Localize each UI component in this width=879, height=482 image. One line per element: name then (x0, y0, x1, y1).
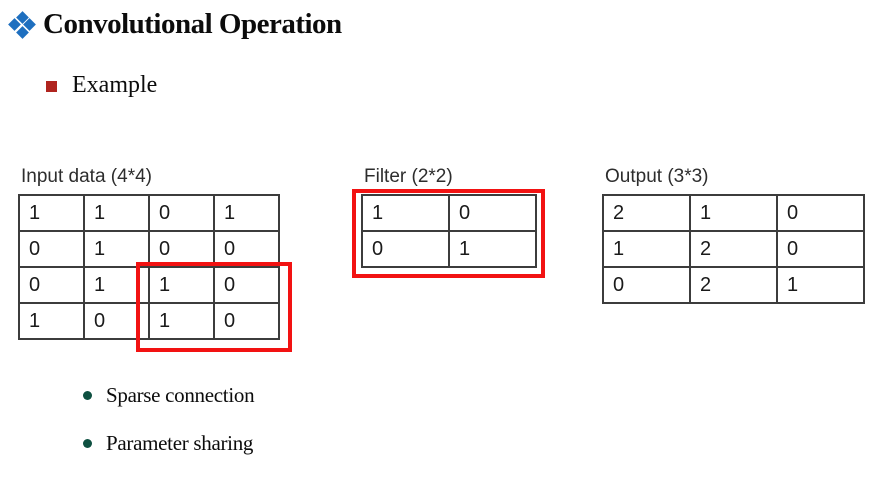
input-cell: 0 (83, 302, 150, 340)
input-cell: 0 (18, 266, 85, 304)
output-cell: 1 (776, 266, 865, 304)
four-diamond-bullet-icon (8, 10, 36, 39)
square-bullet-icon (46, 81, 57, 92)
output-cell: 0 (776, 230, 865, 268)
input-table-group: Input data (4*4) 1 1 0 1 0 1 0 0 0 1 1 0… (18, 166, 280, 340)
filter-table-group: Filter (2*2) 1 0 0 1 (361, 166, 537, 268)
filter-cell: 0 (361, 230, 450, 268)
input-cell: 0 (213, 302, 280, 340)
input-cell: 1 (213, 194, 280, 232)
note-sparse-connection: Sparse connection (106, 383, 255, 407)
example-heading-row: Example (46, 72, 157, 99)
input-cell: 1 (148, 302, 215, 340)
input-table: 1 1 0 1 0 1 0 0 0 1 1 0 1 0 1 0 (18, 194, 280, 340)
input-cell: 1 (18, 194, 85, 232)
table-row: 0 2 1 (602, 266, 865, 304)
input-cell: 0 (148, 194, 215, 232)
notes-list: Sparse connection Parameter sharing (83, 383, 255, 456)
input-cell: 1 (148, 266, 215, 304)
filter-table: 1 0 0 1 (361, 194, 537, 268)
input-table-label: Input data (4*4) (21, 166, 152, 187)
input-cell: 1 (83, 230, 150, 268)
example-heading: Example (72, 72, 158, 98)
input-cell: 1 (83, 266, 150, 304)
output-cell: 0 (602, 266, 691, 304)
output-cell: 0 (776, 194, 865, 232)
circle-bullet-icon (83, 439, 92, 448)
note-parameter-sharing: Parameter sharing (106, 431, 254, 455)
output-table-group: Output (3*3) 2 1 0 1 2 0 0 2 1 (602, 166, 865, 304)
output-table: 2 1 0 1 2 0 0 2 1 (602, 194, 865, 304)
input-cell: 0 (148, 230, 215, 268)
input-cell: 1 (83, 194, 150, 232)
input-cell: 0 (213, 266, 280, 304)
input-cell: 0 (18, 230, 85, 268)
table-row: 0 1 (361, 230, 537, 268)
circle-bullet-icon (83, 391, 92, 400)
output-cell: 2 (602, 194, 691, 232)
table-row: 1 2 0 (602, 230, 865, 268)
filter-cell: 1 (361, 194, 450, 232)
input-cell: 0 (213, 230, 280, 268)
output-table-label: Output (3*3) (605, 166, 709, 187)
table-row: 0 1 0 0 (18, 230, 280, 268)
list-item: Parameter sharing (83, 431, 254, 456)
list-item: Sparse connection (83, 383, 255, 408)
output-cell: 1 (602, 230, 691, 268)
output-cell: 2 (689, 266, 778, 304)
filter-cell: 1 (448, 230, 537, 268)
table-row: 1 1 0 1 (18, 194, 280, 232)
page-title: Convolutional Operation (43, 8, 342, 40)
output-cell: 2 (689, 230, 778, 268)
filter-cell: 0 (448, 194, 537, 232)
title-row: Convolutional Operation (8, 8, 342, 41)
output-cell: 1 (689, 194, 778, 232)
table-row: 1 0 1 0 (18, 302, 280, 340)
table-row: 1 0 (361, 194, 537, 232)
table-row: 0 1 1 0 (18, 266, 280, 304)
table-row: 2 1 0 (602, 194, 865, 232)
filter-table-label: Filter (2*2) (364, 166, 453, 187)
input-cell: 1 (18, 302, 85, 340)
